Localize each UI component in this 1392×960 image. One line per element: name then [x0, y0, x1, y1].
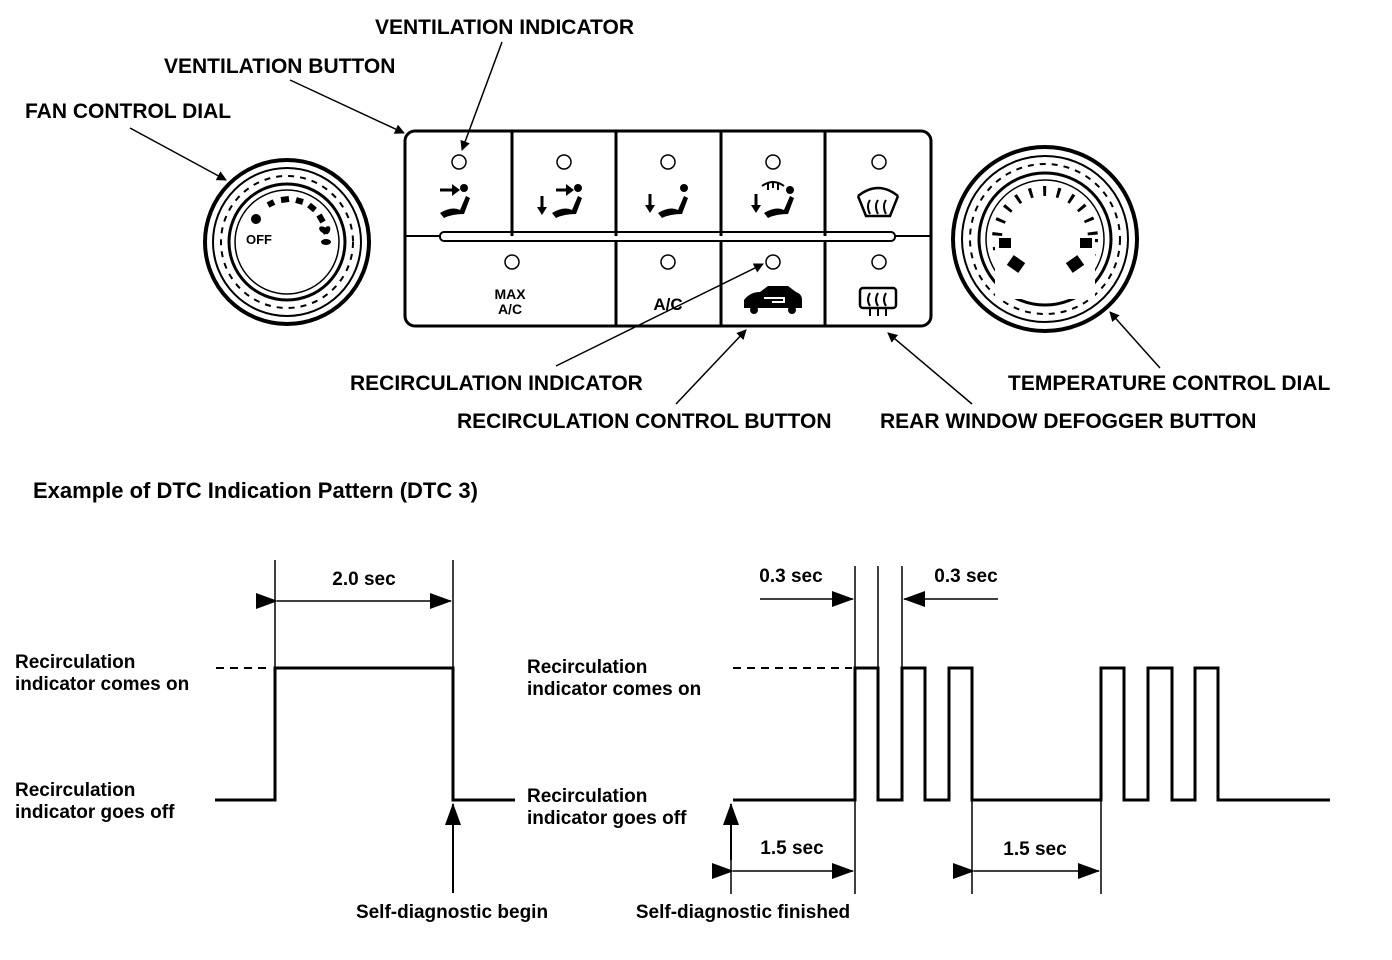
- mid-off-label-line2: indicator goes off: [527, 808, 687, 829]
- temperature-control-dial[interactable]: [951, 145, 1139, 333]
- fan-dial-off-label: OFF: [246, 232, 272, 247]
- bilevel-indicator: [556, 154, 572, 170]
- callout-temperature-control-dial: TEMPERATURE CONTROL DIAL: [1008, 372, 1331, 395]
- gap-before-label: 1.5 sec: [760, 838, 824, 859]
- pulse-right-label: 0.3 sec: [934, 566, 998, 587]
- right-timing-diagram: Recirculation indicator comes on 0.3 sec…: [527, 566, 1330, 923]
- ventilation-indicator: [451, 154, 467, 170]
- callouts: VENTILATION INDICATOR VENTILATION BUTTON…: [25, 16, 1331, 433]
- callout-recirculation-control-button: RECIRCULATION CONTROL BUTTON: [457, 410, 831, 433]
- front-defrost-button[interactable]: [856, 154, 900, 218]
- right-on-label-line2: indicator comes on: [527, 679, 701, 700]
- fan-speed-ticks: [266, 196, 326, 224]
- left-indicator-waveform: [215, 666, 515, 802]
- floor-button[interactable]: [645, 154, 688, 218]
- recirculation-indicator: [765, 254, 781, 270]
- floor-defrost-button[interactable]: [751, 154, 794, 218]
- mid-off-label-line1: Recirculation: [527, 786, 647, 807]
- pattern-title: Example of DTC Indication Pattern (DTC 3…: [33, 478, 478, 503]
- floor-defrost-indicator: [765, 154, 781, 170]
- max-ac-label-line1: MAX: [494, 286, 526, 302]
- pulse-left-label: 0.3 sec: [759, 566, 823, 587]
- bilevel-button[interactable]: [537, 154, 582, 218]
- floor-indicator: [660, 154, 676, 170]
- left-off-label-line1: Recirculation: [15, 780, 135, 801]
- fan-control-dial[interactable]: OFF: [203, 158, 371, 326]
- callout-ventilation-indicator: VENTILATION INDICATOR: [375, 16, 634, 39]
- right-on-label-line1: Recirculation: [527, 657, 647, 678]
- left-off-label-line2: indicator goes off: [15, 802, 175, 823]
- callout-recirculation-indicator: RECIRCULATION INDICATOR: [350, 372, 643, 395]
- floor-mode-icon: [645, 184, 688, 218]
- max-ac-indicator: [504, 254, 520, 270]
- vent-mode-icon: [440, 184, 470, 218]
- right-indicator-waveform: [733, 666, 1330, 802]
- recirculation-control-button[interactable]: [744, 254, 802, 314]
- ac-indicator: [660, 254, 676, 270]
- callout-fan-control-dial: FAN CONTROL DIAL: [25, 100, 231, 123]
- ventilation-button[interactable]: [440, 154, 470, 218]
- rear-defogger-indicator: [871, 254, 887, 270]
- recirculation-car-icon: [744, 286, 802, 314]
- fan-icon: [319, 226, 331, 245]
- max-ac-button[interactable]: MAX A/C: [494, 254, 526, 317]
- callout-rear-window-defogger-button: REAR WINDOW DEFOGGER BUTTON: [880, 410, 1256, 433]
- left-event-label: Self-diagnostic begin: [356, 902, 548, 923]
- right-event-label: Self-diagnostic finished: [636, 902, 850, 923]
- fan-off-dot: [251, 214, 261, 224]
- left-duration-label: 2.0 sec: [332, 569, 396, 590]
- left-on-label-line1: Recirculation: [15, 652, 135, 673]
- ac-button[interactable]: A/C: [653, 254, 683, 314]
- max-ac-label-line2: A/C: [498, 301, 522, 317]
- front-defrost-icon: [856, 186, 900, 218]
- left-timing-diagram: 2.0 sec Recirculation indicator comes on…: [15, 560, 687, 923]
- callout-ventilation-button: VENTILATION BUTTON: [164, 55, 395, 78]
- bilevel-mode-icon: [537, 184, 582, 218]
- ac-label: A/C: [653, 295, 682, 314]
- rear-window-defogger-button[interactable]: [858, 254, 898, 316]
- gap-between-label: 1.5 sec: [1003, 839, 1067, 860]
- floor-defrost-mode-icon: [751, 181, 794, 218]
- rear-defogger-icon: [858, 286, 898, 316]
- button-panel: MAX A/C A/C: [403, 129, 933, 328]
- front-defrost-indicator: [871, 154, 887, 170]
- left-on-label-line2: indicator comes on: [15, 674, 189, 695]
- control-panel: OFF: [203, 129, 1139, 333]
